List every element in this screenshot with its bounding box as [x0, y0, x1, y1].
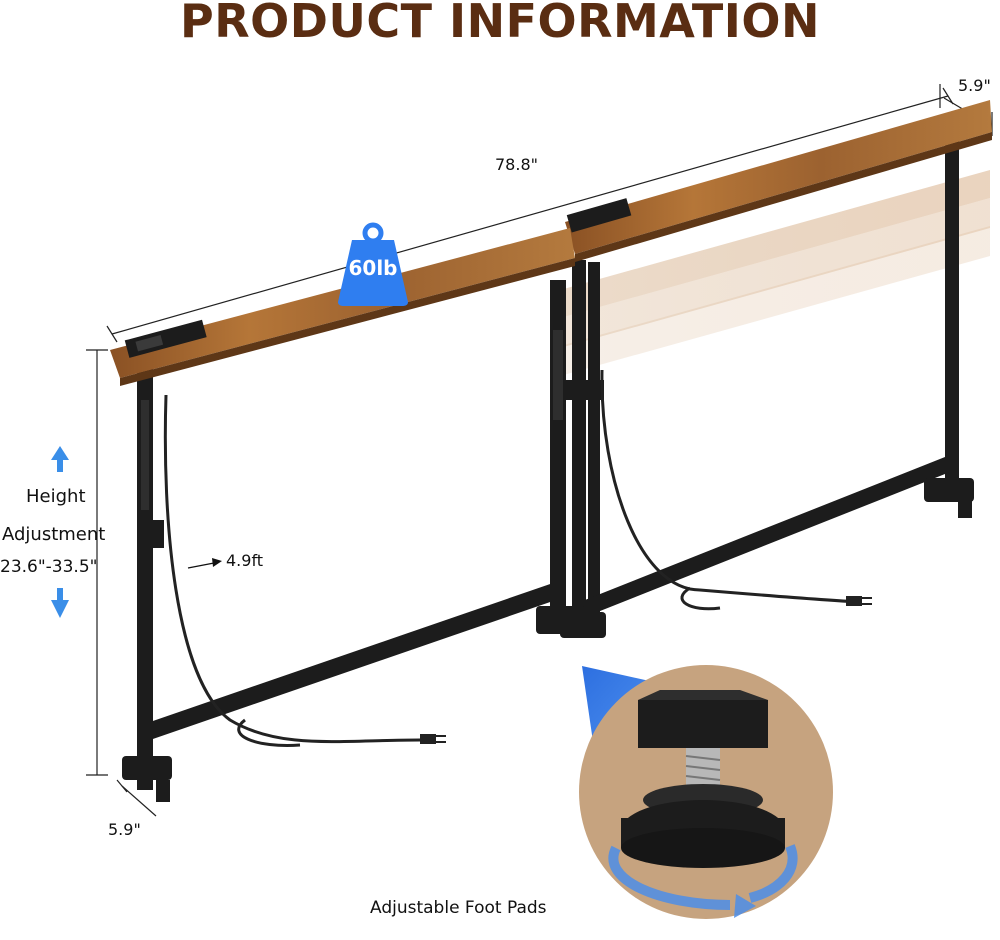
- left-power-cord: [163, 394, 421, 744]
- left-table-frame: [122, 280, 586, 802]
- right-power-cord: [600, 369, 861, 604]
- height-dimension-line: [86, 349, 108, 776]
- height-down-arrow: [51, 588, 69, 618]
- right-tabletop: [565, 100, 992, 262]
- cord-length-label: 4.9ft: [226, 551, 264, 570]
- depth-label-top: 5.9": [958, 76, 991, 95]
- depth-label-bottom: 5.9": [108, 820, 141, 839]
- foot-pad-caption: Adjustable Foot Pads: [370, 898, 547, 918]
- height-up-arrow: [51, 446, 69, 472]
- cord-length-arrow: [187, 558, 222, 569]
- length-label: 78.8": [495, 155, 538, 174]
- page-title: PRODUCT INFORMATION: [180, 0, 820, 48]
- depth-dimension-line-bottom: [116, 779, 157, 817]
- foot-pad-detail: [579, 665, 833, 919]
- length-dimension-line: [106, 87, 954, 343]
- weight-capacity-label: 60lb: [348, 256, 398, 280]
- left-tabletop: [110, 228, 575, 386]
- weight-badge: [338, 222, 408, 306]
- ghost-shelves: [560, 170, 990, 376]
- height-adjustment-label-2: Adjustment: [2, 524, 106, 545]
- right-table-frame: [560, 140, 974, 638]
- height-range-label: 23.6"-33.5": [0, 557, 98, 577]
- height-adjustment-label-1: Height: [26, 486, 86, 507]
